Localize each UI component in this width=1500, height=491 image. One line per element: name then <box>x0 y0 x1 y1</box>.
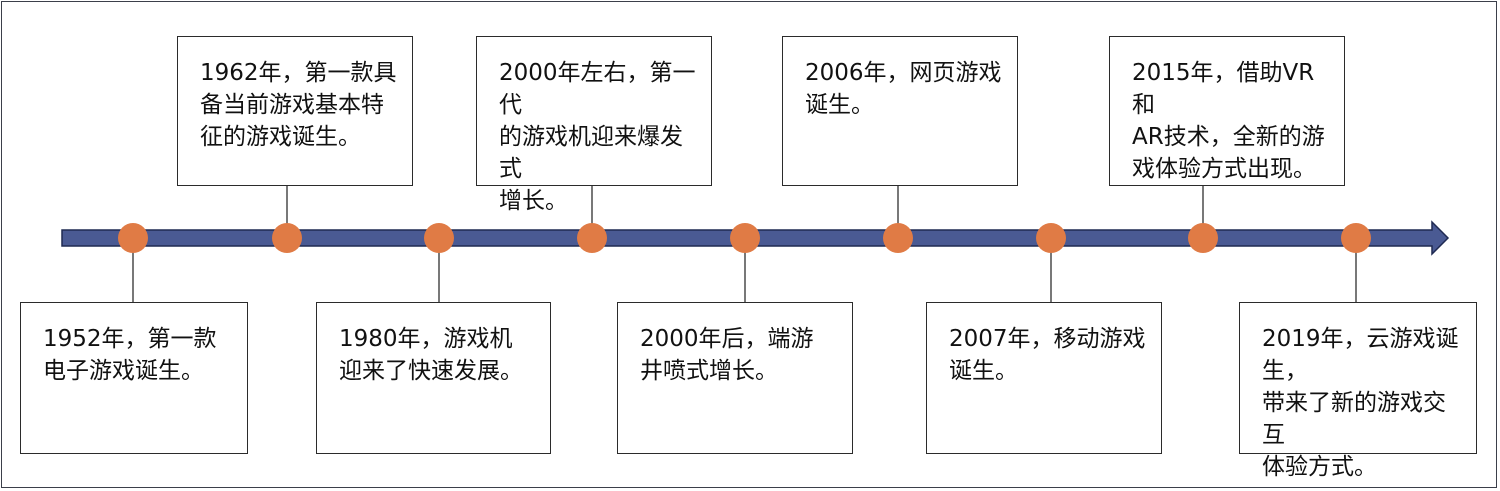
timeline-marker <box>1036 223 1066 253</box>
event-box: 2015年，借助VR和 AR技术，全新的游 戏体验方式出现。 <box>1109 36 1345 186</box>
event-text: 2015年，借助VR和 AR技术，全新的游 戏体验方式出现。 <box>1132 60 1325 182</box>
timeline-marker <box>577 223 607 253</box>
event-text: 2006年，网页游戏 诞生。 <box>805 60 1002 118</box>
timeline-marker <box>272 223 302 253</box>
event-box: 2007年，移动游戏 诞生。 <box>926 302 1162 454</box>
event-box: 2000年左右，第一代 的游戏机迎来爆发式 增长。 <box>476 36 712 214</box>
timeline-marker <box>1341 223 1371 253</box>
timeline-marker <box>118 223 148 253</box>
event-box: 1952年，第一款 电子游戏诞生。 <box>20 302 248 454</box>
event-text: 1962年，第一款具 备当前游戏基本特 征的游戏诞生。 <box>200 60 397 150</box>
timeline-marker <box>883 223 913 253</box>
event-text: 2019年，云游戏诞生， 带来了新的游戏交互 体验方式。 <box>1262 326 1459 480</box>
timeline-markers <box>118 223 1371 253</box>
event-box: 1962年，第一款具 备当前游戏基本特 征的游戏诞生。 <box>177 36 413 186</box>
timeline-marker <box>730 223 760 253</box>
event-text: 1952年，第一款 电子游戏诞生。 <box>43 326 217 384</box>
event-box: 2006年，网页游戏 诞生。 <box>782 36 1018 186</box>
event-box: 2000年后，端游 井喷式增长。 <box>617 302 853 454</box>
event-box: 2019年，云游戏诞生， 带来了新的游戏交互 体验方式。 <box>1239 302 1477 480</box>
event-text: 2000年后，端游 井喷式增长。 <box>640 326 814 384</box>
event-text: 2007年，移动游戏 诞生。 <box>949 326 1146 384</box>
event-text: 1980年，游戏机 迎来了快速发展。 <box>339 326 523 384</box>
timeline-marker <box>424 223 454 253</box>
event-box: 1980年，游戏机 迎来了快速发展。 <box>316 302 551 454</box>
event-text: 2000年左右，第一代 的游戏机迎来爆发式 增长。 <box>499 60 696 214</box>
timeline-marker <box>1188 223 1218 253</box>
